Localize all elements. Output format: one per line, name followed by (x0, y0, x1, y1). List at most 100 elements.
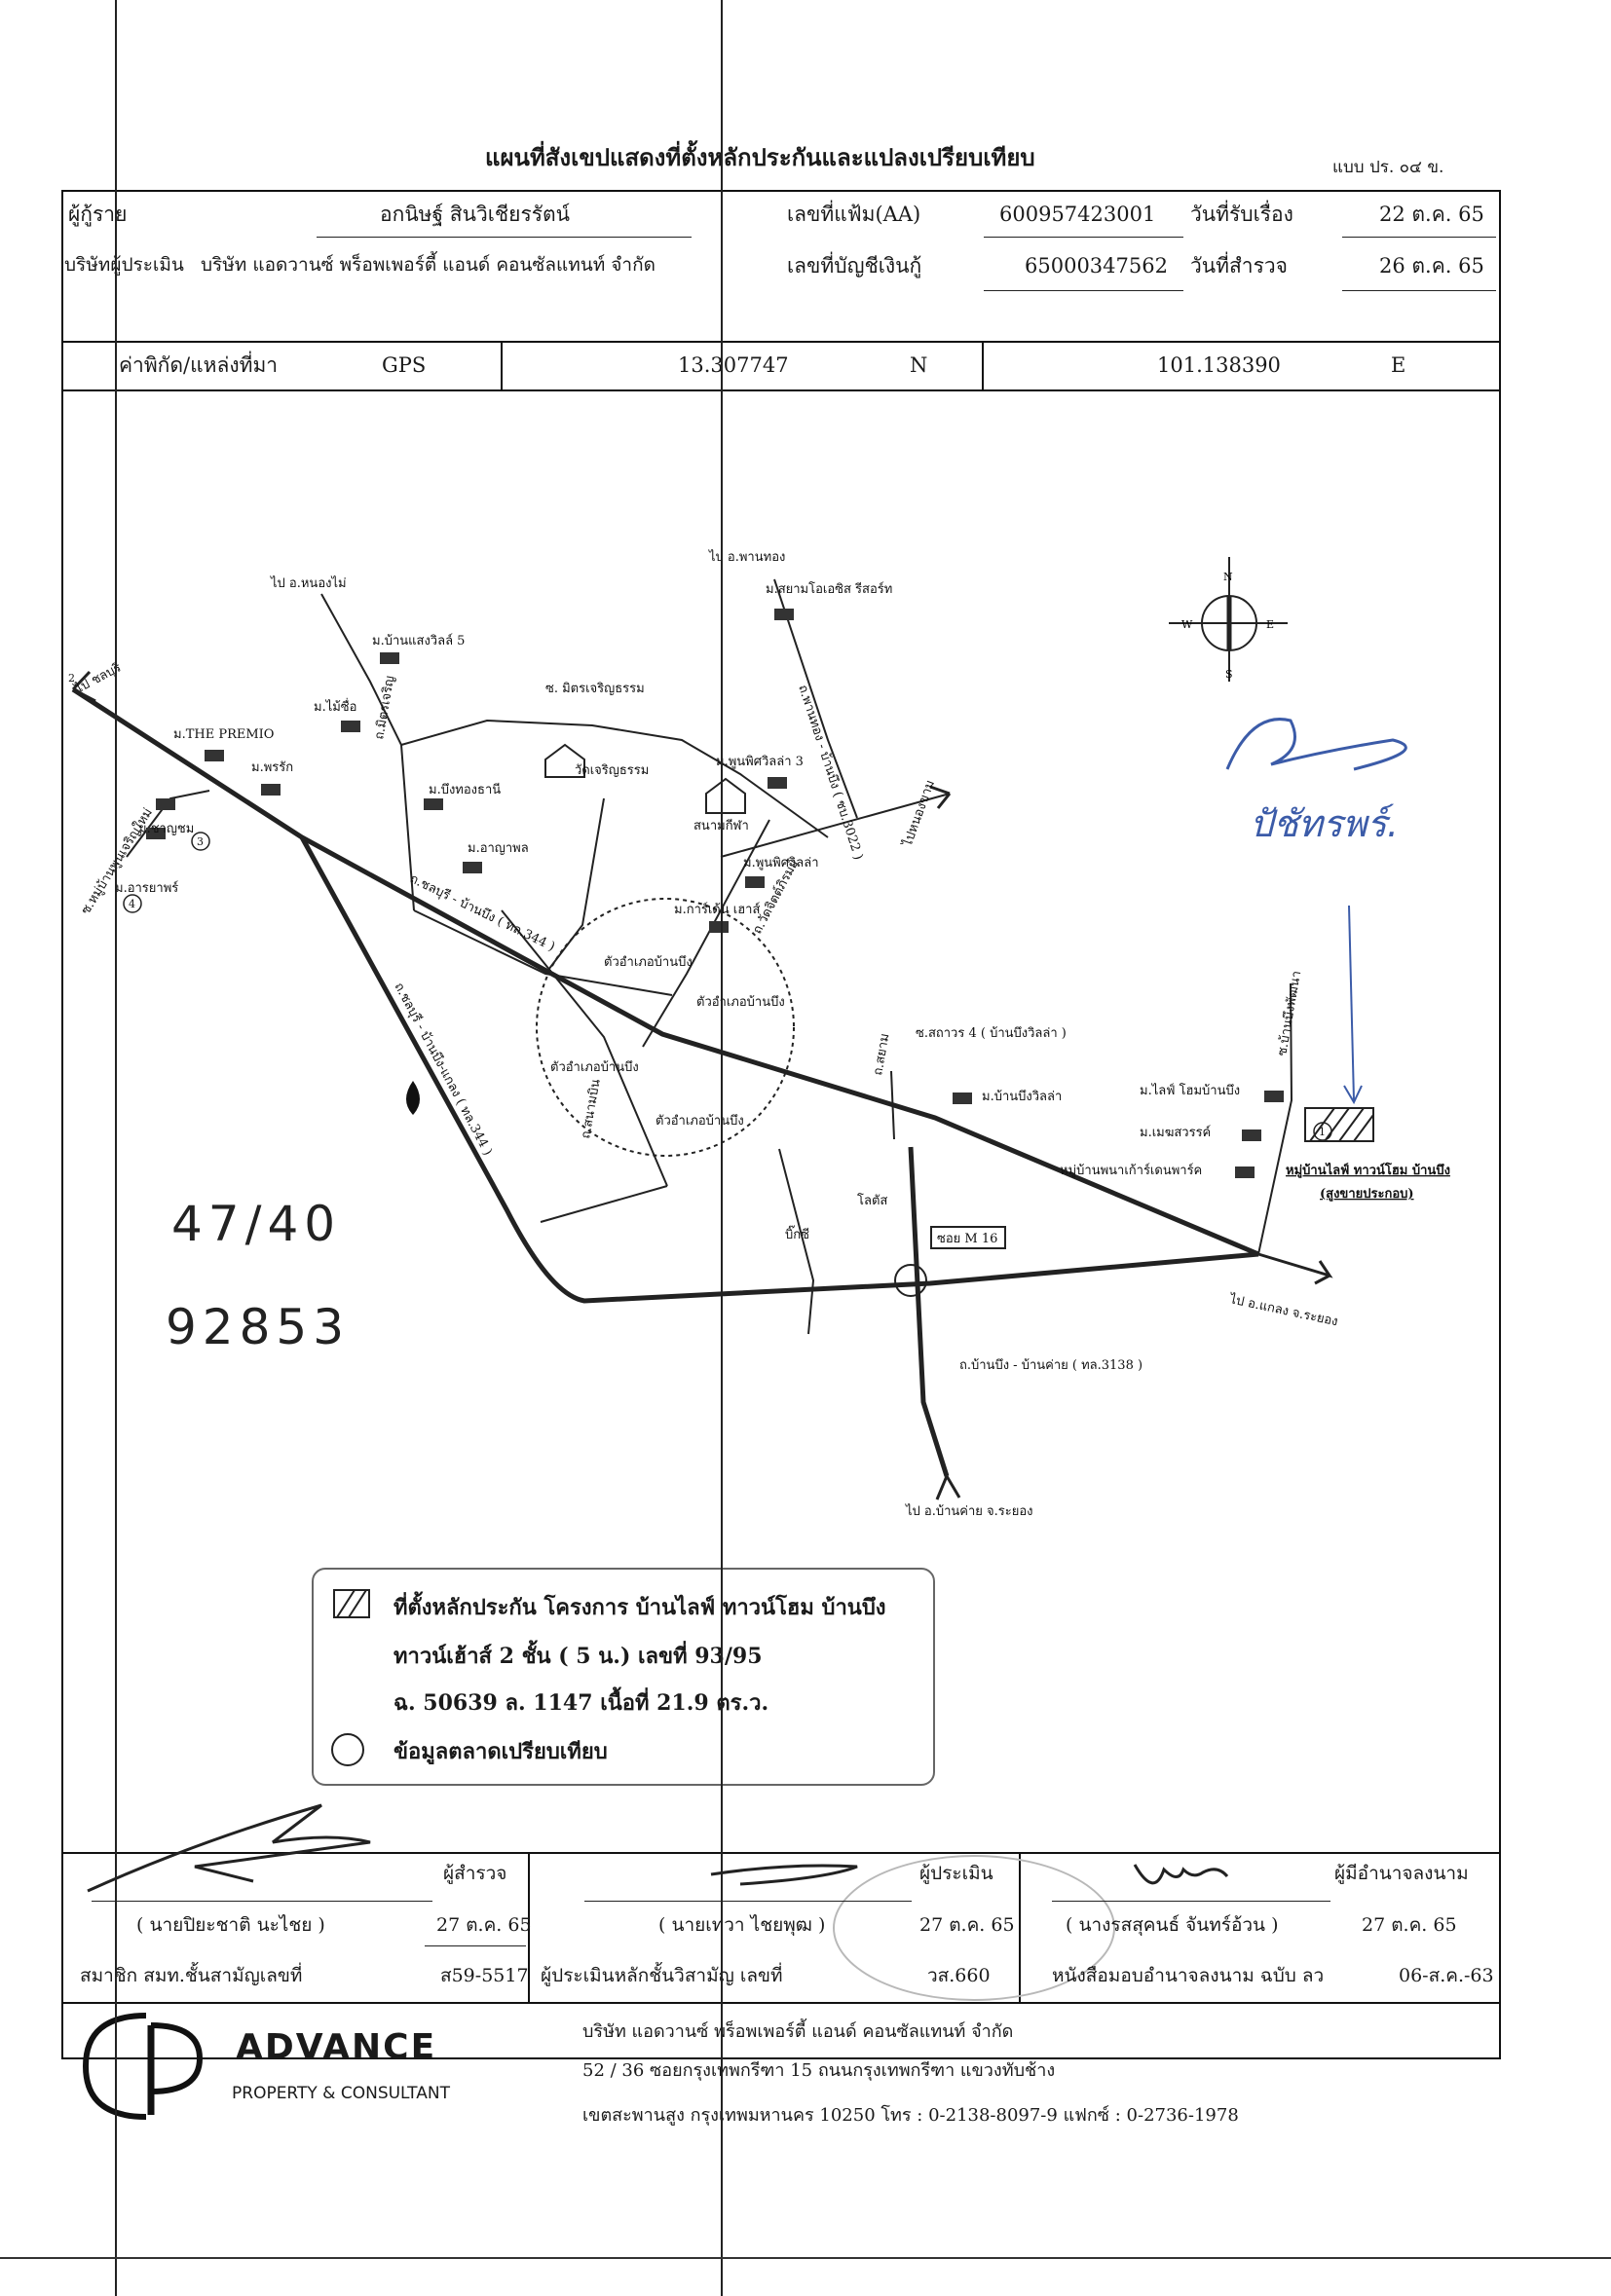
appraiser-license: วส.660 (927, 1965, 991, 1986)
authorized-sig-line (1052, 1901, 1330, 1902)
legend-line-4: ข้อมูลตลาดเปรียบเทียบ (393, 1739, 608, 1764)
surveyor-signature (87, 1803, 371, 1893)
soi-m16-box (930, 1226, 1006, 1249)
marker-3-label: 3 (197, 835, 204, 848)
info-divider-4 (984, 290, 1183, 291)
village-icons (146, 609, 1284, 1178)
scan-line-1 (115, 0, 117, 2296)
appraiser-company: บริษัท แอดวานซ์ พร็อพเพอร์ตี้ แอนด์ คอนซ… (201, 254, 656, 276)
label-town-3: ตัวอำเภอบ้านบึง (550, 1060, 639, 1075)
subject-hatch (1309, 1107, 1374, 1142)
village-icon (261, 784, 281, 796)
road-north-west (320, 593, 415, 911)
temple-icon (544, 743, 585, 778)
coords-sep-2 (982, 341, 984, 391)
legend-line-2: ทาวน์เฮ้าส์ 2 ชั้น ( 5 น.) เลขที่ 93/95 (393, 1644, 763, 1669)
label-v-chai: ม.ชาญชม (138, 822, 194, 836)
village-icon (1242, 1129, 1261, 1141)
village-icon (768, 777, 787, 789)
page-title: แผนที่สังเขปแสดงที่ตั้งหลักประกันและแปลง… (485, 143, 1035, 171)
coords-lat: 13.307747 (678, 353, 789, 377)
label-to-klaeng: ไป อ.แกลง จ.ระยอง (1227, 1291, 1339, 1329)
legend-line-3: ฉ. 50639 ล. 1147 เนื้อที่ 21.9 ตร.ว. (393, 1690, 769, 1716)
loan-account-label: เลขที่บัญชีเงินกู้ (787, 254, 922, 278)
scan-line-2 (721, 0, 723, 2296)
handwritten-note-2: 92853 (166, 1299, 351, 1355)
label-v-subject: หมู่บ้านไลฟ์ ทาวน์โฮม บ้านบึง (1286, 1162, 1450, 1178)
coords-source: GPS (382, 353, 427, 377)
road-nong-khaem (720, 793, 951, 858)
marker-1-label: 1 (1319, 1126, 1326, 1138)
appraiser-sig-line (584, 1901, 912, 1902)
legend-hatch-icon (333, 1589, 370, 1618)
info-divider-1 (317, 237, 692, 238)
label-v-ananda2: ม.อารยาพร์ (115, 880, 178, 896)
info-divider-5 (1342, 290, 1496, 291)
handwritten-note-1: 47/40 (171, 1196, 342, 1252)
label-road-phanthong: ถ.พานทอง - บ้านบึง ( ชบ.3022 ) (795, 684, 865, 862)
official-stamp (833, 1855, 1115, 2001)
compass-s: S (1225, 668, 1233, 681)
road-phithan (1257, 982, 1293, 1255)
road-344-bypass (299, 835, 1259, 1304)
label-v-mai-sue: ม.ไม้ซื่อ (314, 698, 356, 715)
comparison-circle (536, 898, 795, 1157)
stadium-icon (705, 777, 746, 814)
label-lotus: โลตัส (857, 1193, 887, 1208)
label-road-sayam: ถ.สยาม (871, 1032, 892, 1076)
legend-box (312, 1568, 935, 1786)
label-town-1: ตัวอำเภอบ้านบึง (604, 955, 693, 970)
info-divider-2 (984, 237, 1183, 238)
road-3138 (908, 1146, 950, 1477)
surveyor-role: ผู้สำรวจ (443, 1863, 507, 1884)
company-logo-icon (82, 2013, 204, 2120)
compass-n: N (1223, 571, 1233, 583)
label-v-bueng-thong: ม.บึงทองธานี (429, 782, 501, 797)
village-icon (424, 798, 443, 810)
label-v-banbueng-villa: ม.บ้านบึงวิลล่า (982, 1090, 1062, 1104)
village-icon (146, 828, 166, 839)
village-icon (156, 798, 175, 810)
coords-row (61, 341, 1501, 391)
label-v-garden: ม.การ์เด้น เฮาส์ (674, 902, 760, 917)
road-mitcharoen (400, 719, 829, 838)
appraiser-company-label: บริษัทผู้ประเมิน (64, 254, 184, 276)
label-soi-m16: ซอย M 16 (937, 1232, 997, 1246)
label-road-sanambin: ถ.สนามบิน (579, 1078, 604, 1140)
sig-sep-1 (528, 1852, 530, 2004)
label-v-siam-oasis: ม.สยามโอเอซิส รีสอร์ท (766, 581, 892, 597)
label-v-ananda: ม.อาญาพล (468, 841, 529, 856)
arrow-chonburi (71, 670, 96, 703)
label-to-ban-khai: ไป อ.บ้านค่าย จ.ระยอง (905, 1503, 1033, 1519)
road-344-main (71, 686, 1259, 1257)
label-to-nong-khaem: ไปหนองขาม (899, 778, 938, 849)
label-road-344-main: ถ.ชลบุรี - บ้านบึง ( ทล.344 ) (407, 870, 557, 954)
arrow-bankhai (935, 1475, 961, 1500)
label-road-344-bypass: ถ.ชลบุรี - บ้านบึง-แกลง ( ทล.344 ) (391, 980, 495, 1158)
handwritten-note-3: ปัชัทรพร์. (1250, 802, 1399, 845)
label-soi-sathorn: ซ.สถาวร 4 ( บ้านบึงวิลล่า ) (916, 1026, 1067, 1041)
label-to-phan-thong: ไป อ.พานทอง (708, 549, 785, 565)
appraiser-name: ( นายเทวา ไชยพุฒ ) (658, 1914, 826, 1936)
authorization-doc: หนังสือมอบอำนาจลงนาม ฉบับ ลว (1052, 1965, 1325, 1986)
label-road-3138: ถ.บ้านบึง - บ้านค่าย ( ทล.3138 ) (959, 1358, 1143, 1373)
logo-name: ADVANCE (236, 2027, 437, 2067)
village-icon (463, 862, 482, 873)
file-no-label: เลขที่แฟ้ม(AA) (787, 203, 921, 226)
marker-4-label: 4 (129, 898, 135, 910)
logo-subtitle: PROPERTY & CONSULTANT (232, 2084, 450, 2103)
surveyor-sig-line (92, 1901, 432, 1902)
surveyor-date-line (425, 1945, 526, 1946)
marker-2-label: 2 (68, 672, 75, 685)
survey-date: 26 ต.ค. 65 (1379, 254, 1484, 278)
page-frame (61, 190, 1501, 2059)
surveyor-name: ( นายปิยะชาติ นะไชย ) (136, 1914, 325, 1936)
marker-3 (191, 832, 210, 851)
coords-label: ค่าพิกัด/แหล่งที่มา (119, 353, 279, 377)
label-soi-wat-jit: ซ. มิตรเจริญธรรม (545, 682, 645, 696)
note-arrow-head (1343, 1085, 1363, 1105)
label-town-4: ตัวอำเภอบ้านบึง (656, 1114, 744, 1129)
authorization-date: 06-ส.ค.-63 (1399, 1965, 1494, 1986)
legend-line-1: ที่ตั้งหลักประกัน โครงการ บ้านไลฟ์ ทาวน์… (393, 1595, 886, 1620)
